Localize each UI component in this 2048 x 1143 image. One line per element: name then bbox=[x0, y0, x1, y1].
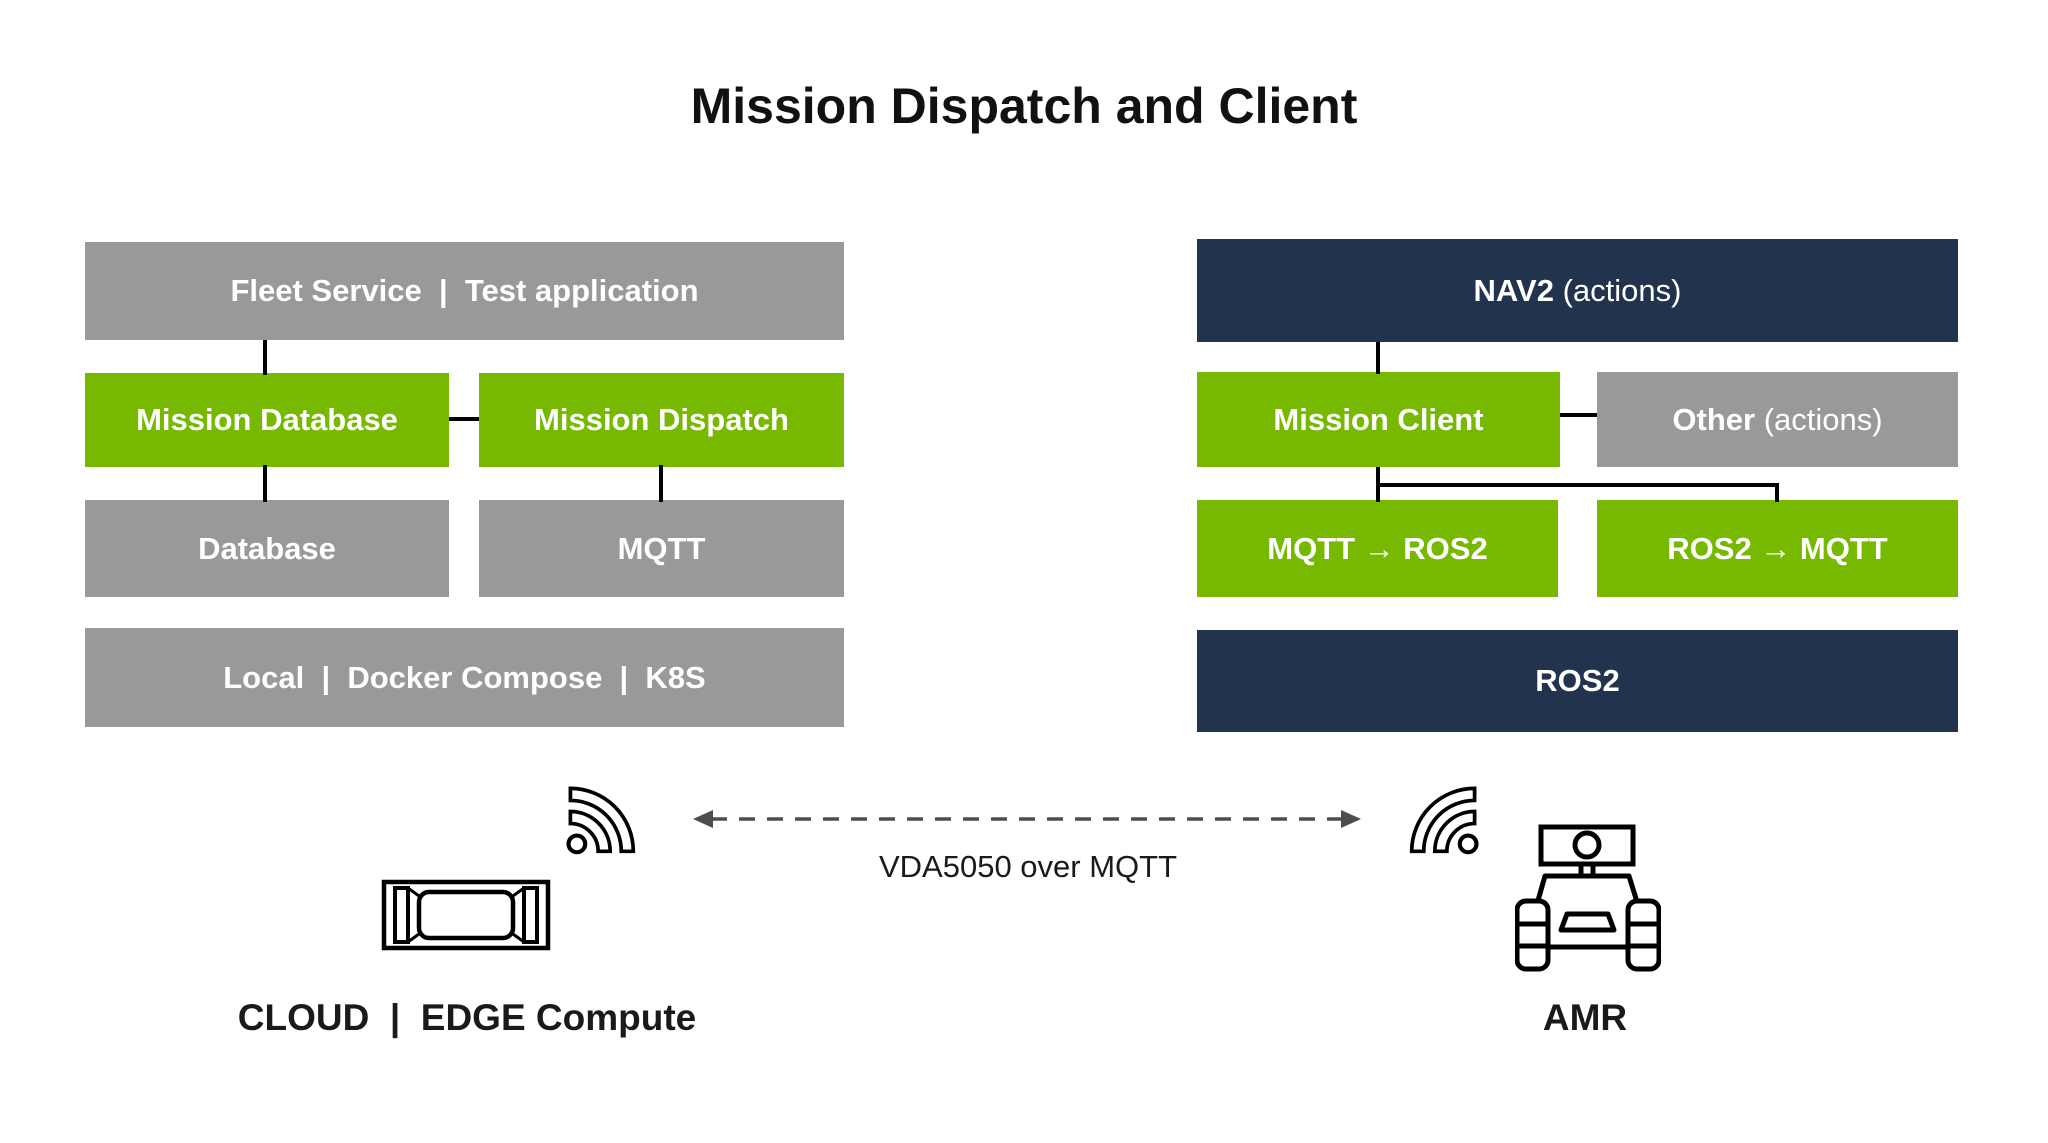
box-label-suffix: (actions) bbox=[1755, 401, 1883, 437]
box-label: ROS2 → MQTT bbox=[1667, 530, 1888, 566]
server-icon bbox=[381, 879, 551, 951]
box-label: Mission Database bbox=[136, 402, 398, 437]
connector-fleet-to-missiondb bbox=[263, 340, 267, 375]
connector-branch-horizontal bbox=[1376, 483, 1779, 487]
connector-client-other bbox=[1560, 413, 1597, 417]
box-mission-database: Mission Database bbox=[85, 373, 449, 467]
box-label: NAV2 bbox=[1473, 272, 1554, 308]
box-label: Mission Dispatch bbox=[534, 402, 789, 437]
box-nav2: NAV2 (actions) bbox=[1197, 239, 1958, 342]
box-ros2: ROS2 bbox=[1197, 630, 1958, 732]
box-fleet-service: Fleet Service | Test application bbox=[85, 242, 844, 340]
connector-branch-ros2mqtt bbox=[1775, 483, 1779, 502]
connector-missiondb-database bbox=[263, 465, 267, 502]
box-label: MQTT bbox=[617, 530, 706, 566]
box-label: Other bbox=[1672, 401, 1756, 437]
box-deploy-platforms: Local | Docker Compose | K8S bbox=[85, 628, 844, 727]
vda5050-link-arrow bbox=[693, 810, 1361, 828]
box-label: Local | Docker Compose | K8S bbox=[223, 659, 706, 695]
link-protocol-label: VDA5050 over MQTT bbox=[878, 849, 1178, 884]
box-label: Fleet Service | Test application bbox=[230, 273, 699, 308]
box-ros2-to-mqtt: ROS2 → MQTT bbox=[1597, 500, 1958, 597]
box-database: Database bbox=[85, 500, 449, 597]
connector-nav2-client bbox=[1376, 342, 1380, 374]
wifi-icon-mirrored bbox=[1409, 786, 1479, 855]
box-mission-client: Mission Client bbox=[1197, 372, 1560, 467]
page-title: Mission Dispatch and Client bbox=[690, 78, 1358, 134]
amr-label: AMR bbox=[1542, 997, 1628, 1038]
connector-dispatch-mqtt bbox=[659, 465, 663, 502]
cloud-edge-label: CLOUD | EDGE Compute bbox=[237, 997, 697, 1038]
connector-missiondb-dispatch bbox=[449, 417, 479, 421]
box-label: MQTT → ROS2 bbox=[1267, 530, 1488, 566]
box-label: ROS2 bbox=[1535, 663, 1620, 698]
box-mission-dispatch: Mission Dispatch bbox=[479, 373, 844, 467]
box-label: Mission Client bbox=[1273, 401, 1484, 437]
box-other-actions: Other (actions) bbox=[1597, 372, 1958, 467]
amr-robot-icon bbox=[1515, 824, 1661, 972]
wifi-icon bbox=[566, 786, 636, 855]
box-label-suffix: (actions) bbox=[1553, 272, 1682, 308]
box-mqtt-to-ros2: MQTT → ROS2 bbox=[1197, 500, 1558, 597]
box-mqtt: MQTT bbox=[479, 500, 844, 597]
box-label: Database bbox=[198, 530, 336, 566]
